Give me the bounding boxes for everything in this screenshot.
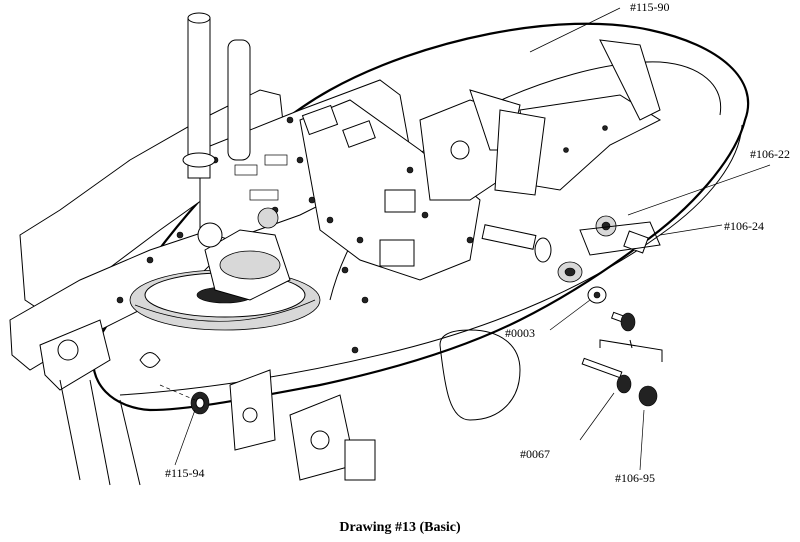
main-shaft xyxy=(182,12,251,179)
battery-tray xyxy=(494,39,662,196)
callout-106-24: #106-24 xyxy=(724,219,764,233)
leader-lines xyxy=(174,7,771,471)
callout-0067: #0067 xyxy=(520,447,550,461)
callout-115-94: #115-94 xyxy=(165,466,205,480)
callout-106-22: #106-22 xyxy=(750,147,790,161)
bolt-assembly xyxy=(581,311,663,407)
callout-0003: #0003 xyxy=(505,326,535,340)
left-bearing xyxy=(139,352,210,415)
tail-bearing-assembly xyxy=(481,215,661,304)
callout-106-95: #106-95 xyxy=(615,471,655,485)
callout-115-90: #115-90 xyxy=(630,0,670,14)
main-gear xyxy=(129,207,321,331)
drawing-caption: Drawing #13 (Basic) xyxy=(339,520,461,535)
servo-blocks xyxy=(59,369,376,486)
frame-plates xyxy=(9,79,521,391)
